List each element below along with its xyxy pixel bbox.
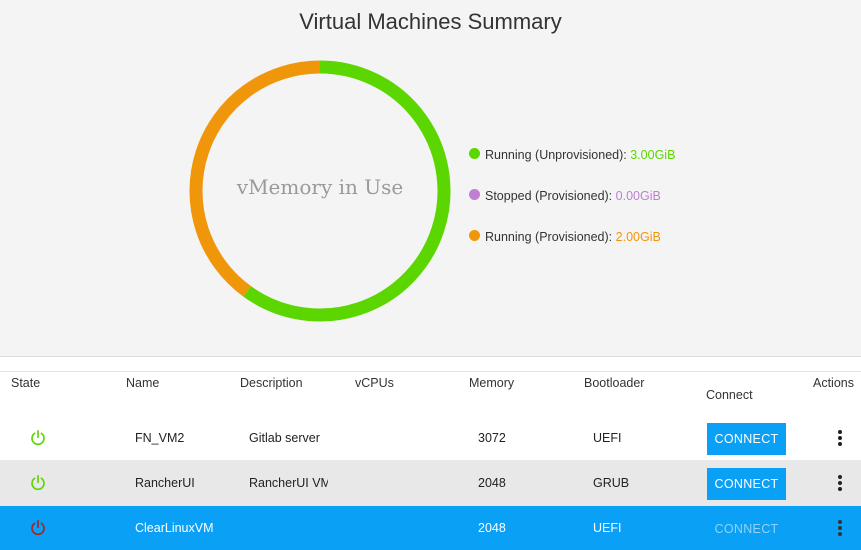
more-actions-icon[interactable] — [835, 520, 845, 538]
table-row[interactable]: RancherUI RancherUI VM 2048 GRUB CONNECT — [0, 461, 861, 506]
chart-legend: Running (Unprovisioned): 3.00GiB Stopped… — [469, 148, 675, 271]
vm-table-header: State Name Description vCPUs Memory Boot… — [0, 371, 861, 417]
legend-item-running-unprovisioned: Running (Unprovisioned): 3.00GiB — [469, 148, 675, 189]
donut-slice-running-unprovisioned — [243, 60, 451, 322]
legend-value: 3.00GiB — [630, 148, 676, 162]
header-memory[interactable]: Memory — [469, 376, 515, 390]
header-vcpus[interactable]: vCPUs — [355, 376, 394, 390]
vm-bootloader: GRUB — [593, 476, 630, 490]
power-icon[interactable] — [29, 474, 47, 492]
header-connect: Connect — [706, 388, 753, 402]
power-icon[interactable] — [29, 519, 47, 537]
summary-panel: Virtual Machines Summary vMemory in Use … — [0, 0, 861, 357]
legend-value: 2.00GiB — [615, 230, 661, 244]
vm-memory: 2048 — [478, 521, 506, 535]
table-row-selected[interactable]: ClearLinuxVM 2048 UEFI CONNECT — [0, 506, 861, 550]
header-bootloader[interactable]: Bootloader — [584, 376, 645, 390]
vm-name: ClearLinuxVM — [135, 521, 214, 535]
header-state[interactable]: State — [11, 376, 41, 390]
vm-description: Gitlab server — [249, 431, 320, 445]
legend-label: Stopped (Provisioned): — [485, 189, 613, 203]
vm-memory: 2048 — [478, 476, 506, 490]
vm-bootloader: UEFI — [593, 521, 622, 535]
vm-name: FN_VM2 — [135, 431, 185, 445]
donut-center-label: vMemory in Use — [236, 175, 404, 199]
legend-value: 0.00GiB — [615, 189, 661, 203]
legend-label: Running (Unprovisioned): — [485, 148, 627, 162]
legend-dot-icon — [469, 148, 480, 160]
table-row[interactable]: FN_VM2 Gitlab server 3072 UEFI CONNECT — [0, 416, 861, 461]
summary-title: Virtual Machines Summary — [299, 9, 562, 34]
legend-dot-icon — [469, 189, 480, 201]
power-icon[interactable] — [29, 429, 47, 447]
vm-name: RancherUI — [135, 476, 195, 490]
vm-bootloader: UEFI — [593, 431, 622, 445]
header-description[interactable]: Description — [240, 376, 303, 390]
more-actions-icon[interactable] — [835, 475, 845, 493]
vmemory-donut-chart — [189, 60, 451, 322]
donut-slice-running-provisioned — [189, 60, 321, 297]
legend-item-running-provisioned: Running (Provisioned): 2.00GiB — [469, 230, 675, 271]
vm-memory: 3072 — [478, 431, 506, 445]
legend-item-stopped-provisioned: Stopped (Provisioned): 0.00GiB — [469, 189, 675, 230]
header-actions: Actions — [813, 376, 854, 390]
header-name[interactable]: Name — [126, 376, 160, 390]
vm-description: RancherUI VM — [249, 476, 328, 490]
section-gap — [0, 357, 861, 371]
more-actions-icon[interactable] — [835, 430, 845, 448]
legend-dot-icon — [469, 230, 480, 242]
legend-label: Running (Provisioned): — [485, 230, 613, 244]
connect-button[interactable]: CONNECT — [707, 423, 786, 455]
connect-button[interactable]: CONNECT — [707, 468, 786, 500]
connect-button-disabled: CONNECT — [707, 513, 786, 545]
